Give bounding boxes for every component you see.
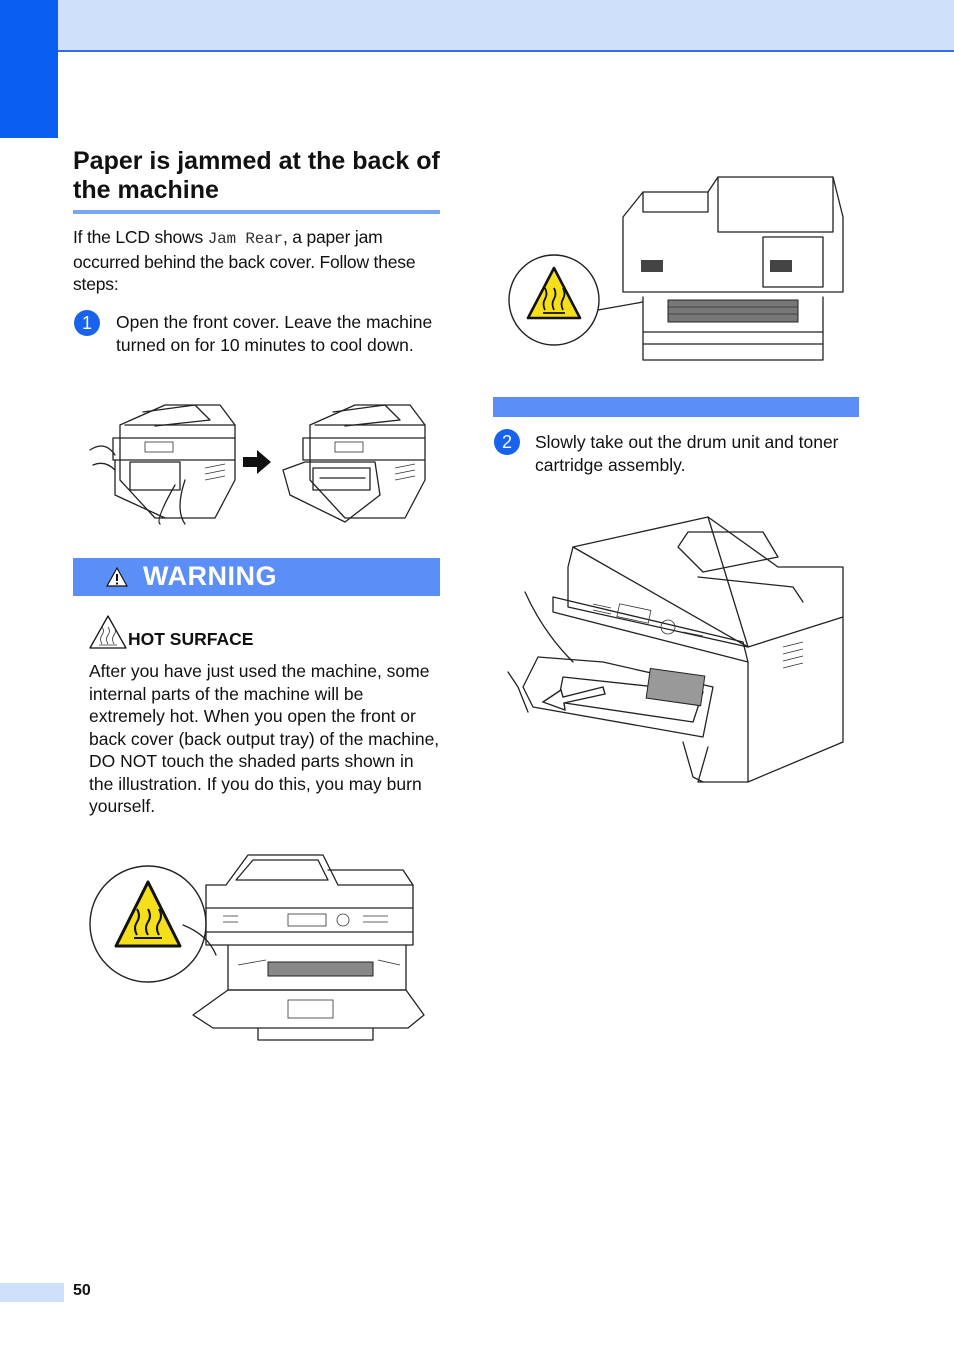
title-underline — [73, 210, 440, 214]
open-front-cover-illustration — [89, 404, 426, 525]
warning-banner — [73, 558, 440, 596]
hot-parts-rear-illustration — [508, 176, 844, 361]
step-1-number: 1 — [74, 310, 100, 336]
warning-triangle-icon — [105, 566, 129, 587]
footer-tab — [0, 1283, 64, 1302]
step-1-text: Open the front cover. Leave the machine … — [116, 312, 433, 355]
lcd-message: Jam Rear — [207, 230, 283, 248]
step-2-number: 2 — [494, 429, 520, 455]
printer-open-drawing — [282, 404, 426, 523]
warning-label: WARNING — [143, 561, 277, 591]
hot-surface-icon — [89, 615, 127, 649]
warning-body: After you have just used the machine, so… — [89, 661, 440, 816]
intro-text-before: If the LCD shows — [73, 227, 208, 247]
chapter-tab — [0, 0, 58, 138]
intro-text-after: , a paper jam occurred behind the back c… — [73, 227, 416, 294]
section-title: Paper is jammed at the back of the machi… — [73, 147, 440, 204]
remove-drum-unit-illustration — [507, 516, 844, 783]
header-bar — [58, 0, 954, 52]
section-divider-bar — [493, 397, 859, 417]
intro-paragraph: If the LCD shows Jam Rear, a paper jam o… — [73, 226, 443, 296]
step-2-text: Slowly take out the drum unit and toner … — [535, 432, 839, 475]
printer-closed-drawing — [89, 404, 236, 525]
hot-parts-front-illustration — [89, 854, 425, 1041]
hot-surface-label: HOT SURFACE — [128, 629, 254, 649]
page-number: 50 — [73, 1282, 91, 1299]
arrow-right-icon — [243, 450, 271, 474]
